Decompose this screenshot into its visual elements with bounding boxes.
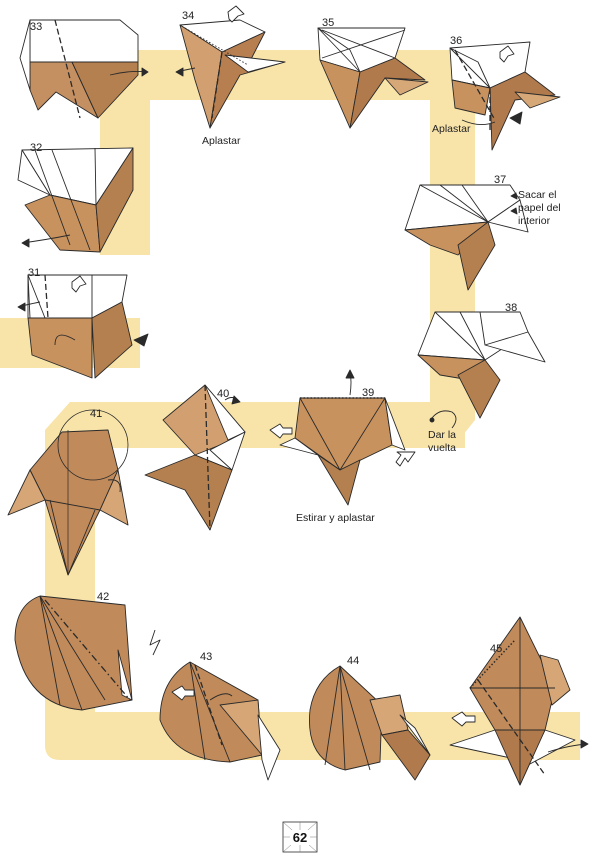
step-36-figure [449, 41, 561, 151]
step-number-44: 44 [347, 655, 359, 667]
step-number-43: 43 [200, 651, 212, 663]
step-number-32: 32 [30, 142, 42, 154]
step-number-39: 39 [362, 387, 374, 399]
caption-dar-line1: Dar la [428, 429, 456, 441]
caption-aplastar-34: Aplastar [202, 135, 241, 147]
step-44-figure [309, 665, 431, 781]
step-number-41: 41 [90, 408, 102, 420]
step-39-figure [269, 369, 457, 506]
step-40-figure [144, 384, 246, 531]
caption-sacar-line1: Sacar el [518, 189, 557, 201]
step-number-35: 35 [322, 17, 334, 29]
step-number-45: 45 [490, 643, 502, 655]
step-45-figure [449, 616, 589, 786]
caption-dar-line2: vuelta [428, 442, 456, 454]
step-number-42: 42 [97, 591, 109, 603]
step-33-figure [19, 19, 149, 119]
step-41-figure [7, 409, 129, 576]
step-35-figure [317, 27, 429, 129]
step-37-figure [404, 184, 529, 291]
page-number-box: 62 [282, 821, 318, 853]
step-number-31: 31 [28, 267, 40, 279]
captions: Aplastar Aplastar Sacar el papel del int… [202, 123, 561, 524]
step-labels: 33 34 35 36 32 37 31 38 40 39 41 42 43 4… [28, 10, 517, 667]
step-34-figure [175, 5, 286, 129]
step-31-figure [17, 274, 149, 379]
caption-sacar-line2: papel del [518, 202, 561, 214]
step-number-38: 38 [505, 302, 517, 314]
step-number-34: 34 [182, 10, 194, 22]
step-42-figure [14, 595, 161, 711]
step-number-33: 33 [30, 21, 42, 33]
step-32-figure [17, 147, 134, 253]
caption-sacar-line3: interior [518, 215, 551, 227]
step-number-40: 40 [217, 388, 229, 400]
step-38-figure [417, 311, 546, 419]
caption-aplastar-36: Aplastar [432, 123, 471, 135]
page-number: 62 [293, 830, 307, 845]
step-number-36: 36 [450, 35, 462, 47]
caption-estirar: Estirar y aplastar [296, 512, 375, 524]
step-43-figure [159, 661, 281, 781]
step-number-37: 37 [494, 174, 506, 186]
